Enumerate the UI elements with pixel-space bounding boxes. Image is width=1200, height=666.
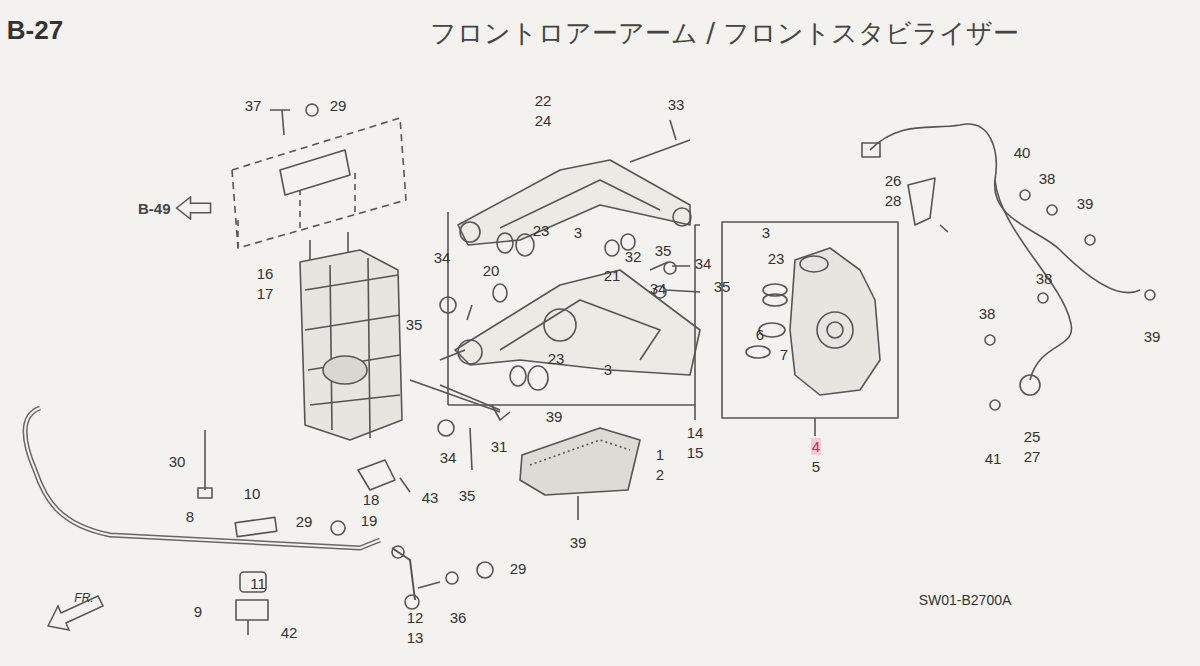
front-mark: FR. [73, 590, 94, 607]
callout-number: 14 [686, 424, 705, 441]
callout-number: 4 [811, 438, 821, 455]
callout-number: 7 [779, 346, 789, 363]
callout-number: 35 [654, 242, 673, 259]
callout-number: 34 [433, 249, 452, 266]
callout-number: 43 [421, 489, 440, 506]
callout-number: 34 [649, 280, 668, 297]
callout-number: 5 [811, 458, 821, 475]
callout-number: 16 [256, 265, 275, 282]
callout-number: 15 [686, 444, 705, 461]
callout-number: 40 [1013, 144, 1032, 161]
callout-number: 6 [755, 326, 765, 343]
callout-number: 35 [405, 316, 424, 333]
reference-arrow: B-49 [138, 196, 213, 220]
callout-number: 11 [249, 575, 267, 592]
callout-number: 39 [545, 408, 564, 425]
callout-number: 35 [458, 487, 477, 504]
callout-number: 29 [295, 513, 314, 530]
callout-number: 8 [185, 508, 195, 525]
callout-number: 29 [509, 560, 528, 577]
reference-text: B-49 [138, 200, 171, 217]
callout-number: 10 [243, 485, 262, 502]
callout-number: 19 [360, 512, 379, 529]
callout-number: 24 [534, 112, 553, 129]
callout-number: 38 [1038, 170, 1057, 187]
callout-number: 33 [667, 96, 686, 113]
callout-number: 34 [439, 449, 458, 466]
callout-number: 23 [767, 250, 786, 267]
callout-number: 1 [655, 446, 665, 463]
callout-number: 31 [490, 438, 509, 455]
callout-number: 17 [256, 285, 275, 302]
callout-number: 39 [1076, 195, 1095, 212]
callout-number: 25 [1023, 428, 1042, 445]
callout-number: 28 [884, 192, 903, 209]
callout-number: 37 [244, 97, 263, 114]
callout-number: 12 [406, 609, 425, 626]
callout-number: 39 [1143, 328, 1162, 345]
callout-number: 36 [449, 609, 468, 626]
callout-number: 3 [761, 224, 771, 241]
callout-number: 29 [329, 97, 348, 114]
callout-number: 23 [547, 350, 566, 367]
callout-number: 2 [655, 466, 665, 483]
callout-number: 30 [168, 453, 187, 470]
page-title: フロントロアーアーム / フロントスタビライザー [430, 18, 1019, 48]
figure-code: SW01-B2700A [918, 592, 1013, 609]
callout-number: 3 [603, 361, 613, 378]
callout-number: 39 [569, 534, 588, 551]
callout-number: 38 [978, 305, 997, 322]
callout-number: 3 [573, 224, 583, 241]
callout-number: 13 [406, 629, 425, 646]
callout-number: 20 [482, 262, 501, 279]
callout-number: 9 [193, 603, 203, 620]
callout-number: 21 [603, 267, 622, 284]
callout-number: 42 [280, 624, 299, 641]
callout-number: 22 [534, 92, 553, 109]
callout-number: 18 [362, 491, 381, 508]
callout-number: 41 [984, 450, 1003, 467]
callout-number: 27 [1023, 448, 1042, 465]
page-number: B-27 [6, 15, 64, 45]
callout-number: 32 [624, 248, 643, 265]
callout-number: 26 [884, 172, 903, 189]
callout-number: 23 [532, 222, 551, 239]
callout-number: 34 [694, 255, 713, 272]
callout-number: 35 [713, 278, 732, 295]
callout-number: 38 [1035, 270, 1054, 287]
